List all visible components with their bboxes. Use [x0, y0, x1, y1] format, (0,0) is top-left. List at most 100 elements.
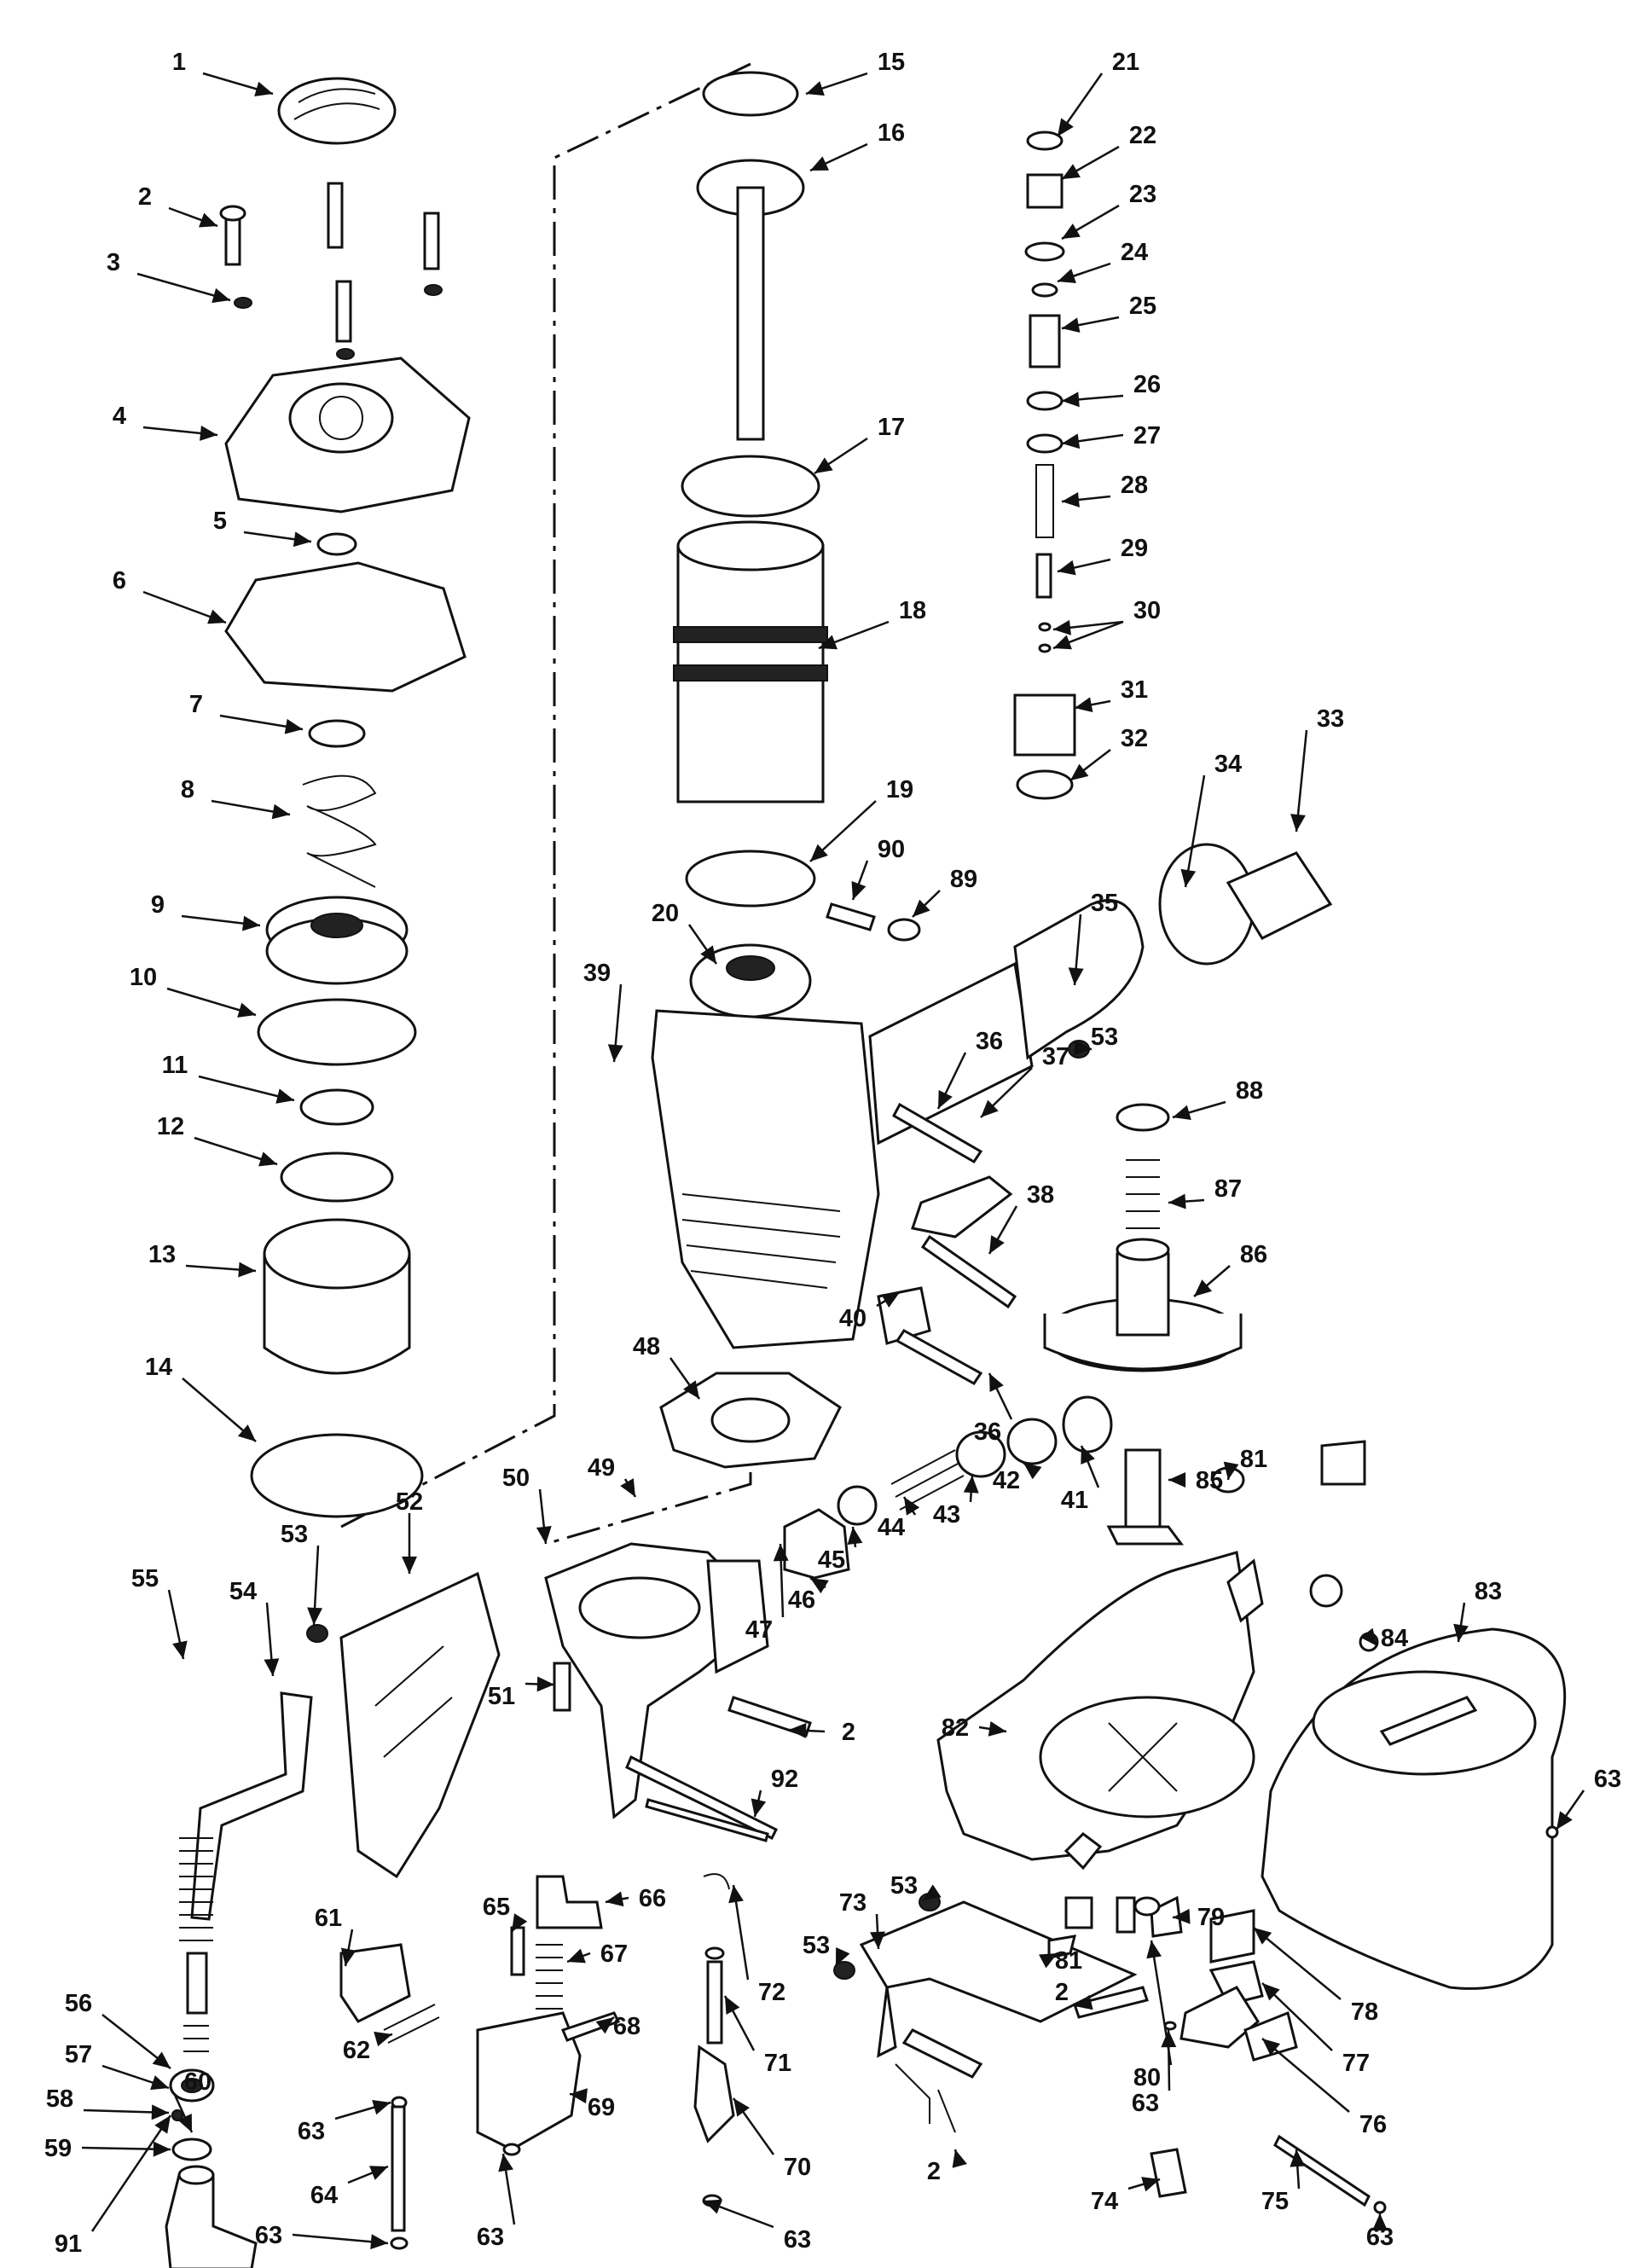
- part-label-10: 10: [130, 964, 157, 991]
- part-label-15: 15: [878, 49, 905, 76]
- part-label-88: 88: [1236, 1077, 1263, 1105]
- arrowhead-62-0: [374, 2031, 392, 2047]
- part-label-37: 37: [1042, 1043, 1069, 1070]
- part-label-66: 66: [639, 1885, 666, 1912]
- part-label-82: 82: [942, 1714, 969, 1742]
- arrowhead-21-0: [1058, 118, 1074, 136]
- part-label-63: 63: [255, 2222, 282, 2249]
- part-label-17: 17: [878, 414, 905, 441]
- part-label-39: 39: [583, 960, 611, 987]
- arrowhead-79-0: [1173, 1908, 1191, 1924]
- arrowhead-35-0: [1068, 967, 1084, 985]
- arrowhead-2-2: [1075, 1994, 1093, 2010]
- arrowhead-53-0: [1074, 1040, 1092, 1056]
- part-label-92: 92: [771, 1766, 798, 1793]
- part-label-5: 5: [213, 508, 227, 535]
- part-label-30: 30: [1133, 597, 1161, 624]
- part-label-21: 21: [1112, 49, 1139, 76]
- arrowhead-61-0: [340, 1947, 356, 1966]
- part-label-63: 63: [1132, 2090, 1159, 2117]
- part-label-72: 72: [758, 1979, 785, 2006]
- part-label-18: 18: [899, 597, 926, 624]
- part-label-36: 36: [976, 1028, 1003, 1055]
- arrowhead-64-0: [369, 2166, 388, 2180]
- arrowhead-80-0: [1146, 1940, 1162, 1959]
- arrowhead-19-0: [810, 844, 828, 861]
- arrowhead-72-0: [728, 1885, 744, 1904]
- arrowhead-84-0: [1360, 1627, 1377, 1646]
- part-label-53: 53: [281, 1521, 308, 1548]
- part-label-7: 7: [189, 691, 203, 718]
- part-label-44: 44: [878, 1514, 905, 1541]
- part-label-41: 41: [1061, 1487, 1088, 1514]
- part-label-59: 59: [44, 2135, 72, 2162]
- arrowhead-53-1: [307, 1607, 323, 1625]
- leader-76-0: [1261, 2038, 1350, 2113]
- part-label-80: 80: [1133, 2064, 1161, 2091]
- arrowhead-56-0: [152, 2051, 171, 2068]
- part-label-12: 12: [157, 1113, 184, 1140]
- part-label-78: 78: [1351, 1998, 1378, 2026]
- part-label-63: 63: [784, 2226, 811, 2253]
- arrowhead-33-0: [1290, 814, 1306, 832]
- arrowhead-83-0: [1453, 1623, 1469, 1642]
- arrowhead-2-1: [789, 1722, 807, 1738]
- arrowhead-63-3: [704, 2199, 722, 2214]
- arrowhead-6-0: [207, 609, 226, 624]
- arrowhead-87-0: [1168, 1193, 1186, 1209]
- leader-80-0: [1150, 1940, 1173, 2066]
- part-label-45: 45: [818, 1546, 845, 1574]
- arrowhead-13-0: [238, 1262, 256, 1278]
- arrowhead-63-6: [1556, 1811, 1573, 1830]
- arrowhead-54-0: [264, 1658, 280, 1676]
- leader-34-0: [1184, 774, 1206, 888]
- arrowhead-88-0: [1173, 1105, 1191, 1121]
- arrowhead-22-0: [1062, 164, 1081, 179]
- arrowhead-86-0: [1194, 1279, 1213, 1296]
- part-label-50: 50: [502, 1465, 530, 1492]
- part-label-46: 46: [788, 1586, 815, 1614]
- part-label-20: 20: [652, 900, 679, 927]
- part-label-58: 58: [46, 2085, 73, 2113]
- part-label-31: 31: [1121, 676, 1148, 704]
- part-label-2: 2: [927, 2158, 941, 2185]
- arrowhead-49-0: [620, 1478, 635, 1497]
- part-label-38: 38: [1027, 1181, 1054, 1209]
- part-label-53: 53: [803, 1932, 830, 1959]
- part-label-76: 76: [1359, 2111, 1387, 2138]
- arrowhead-3-0: [212, 287, 230, 304]
- part-label-36: 36: [974, 1418, 1001, 1446]
- arrowhead-60-0: [177, 2114, 192, 2132]
- part-label-43: 43: [933, 1501, 960, 1528]
- arrowhead-10-0: [237, 1002, 256, 1018]
- arrowhead-31-0: [1075, 697, 1093, 713]
- part-label-40: 40: [839, 1305, 866, 1332]
- part-label-11: 11: [162, 1052, 188, 1079]
- part-label-47: 47: [745, 1616, 773, 1644]
- part-label-63: 63: [298, 2118, 325, 2145]
- part-label-62: 62: [343, 2037, 370, 2064]
- arrowhead-16-0: [810, 156, 829, 171]
- arrowhead-5-0: [293, 531, 311, 548]
- part-label-86: 86: [1240, 1241, 1267, 1268]
- part-label-9: 9: [151, 891, 165, 919]
- part-drawings: [165, 62, 1567, 2268]
- arrowhead-7-0: [284, 718, 303, 734]
- arrowhead-20-0: [700, 945, 716, 964]
- arrowhead-43-0: [963, 1476, 979, 1494]
- arrowhead-1-0: [254, 81, 273, 96]
- arrowhead-23-0: [1062, 223, 1081, 239]
- leader-91-0: [90, 2114, 172, 2232]
- arrowhead-27-0: [1062, 433, 1081, 450]
- arrowhead-89-0: [913, 899, 930, 917]
- arrowhead-11-0: [275, 1088, 294, 1104]
- part-label-85: 85: [1196, 1467, 1223, 1494]
- part-label-91: 91: [55, 2230, 82, 2258]
- part-label-55: 55: [131, 1565, 159, 1592]
- part-label-2: 2: [138, 183, 152, 211]
- part-label-52: 52: [396, 1488, 423, 1516]
- arrowhead-2-3: [952, 2149, 967, 2168]
- arrowhead-70-0: [733, 2098, 750, 2117]
- part-label-33: 33: [1317, 705, 1344, 733]
- part-label-63: 63: [1594, 1766, 1621, 1793]
